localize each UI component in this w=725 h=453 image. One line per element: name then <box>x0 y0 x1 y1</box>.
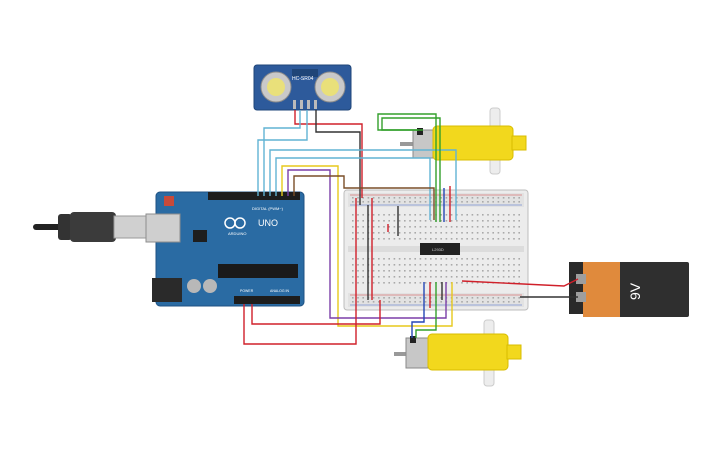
wire-power-5v <box>243 198 357 345</box>
atmega-chip <box>218 264 298 278</box>
capacitor <box>203 279 217 293</box>
breadboard-holes <box>352 197 520 303</box>
arduino-brand-label: ARDUINO <box>228 231 246 236</box>
motor-top <box>400 107 527 175</box>
analog-label: ANALOG IN <box>270 289 290 293</box>
sensor-model-label: HC-SR04 <box>292 76 314 82</box>
wire-power-gnd <box>251 300 381 325</box>
usb-cable <box>33 212 159 242</box>
breadboard: L293D <box>343 189 529 311</box>
wire-arduino-signal-3 <box>281 165 453 327</box>
battery-label: 9V <box>627 282 643 300</box>
wire-arduino-signal-4 <box>287 169 447 319</box>
power-label: POWER <box>240 289 254 293</box>
power-analog-header <box>234 296 300 304</box>
wire-motor-top-2 <box>381 117 441 222</box>
wire-battery-positive <box>461 278 579 287</box>
uno-label: UNO <box>258 218 278 228</box>
motor-driver-ic <box>420 243 460 255</box>
digital-label: DIGITAL (PWM~) <box>252 206 284 211</box>
power-jack <box>152 278 182 302</box>
digital-header <box>208 192 300 200</box>
wire-arduino-signal-2 <box>275 157 431 220</box>
ic-label: L293D <box>432 247 444 252</box>
wire-sensor-vcc <box>294 110 363 198</box>
sensor-pins <box>293 100 317 109</box>
wire-motor-bottom-1 <box>411 282 425 338</box>
wire-sensor-trig <box>263 110 301 196</box>
wires <box>243 110 579 345</box>
arduino-logo <box>224 217 246 229</box>
reset-button <box>164 196 174 206</box>
ultrasonic-sensor: HC-SR04 <box>253 64 352 111</box>
arduino-uno-board: UNO ARDUINO DIGITAL (PWM~) POWER ANALOG … <box>145 191 305 307</box>
wire-sensor-echo <box>257 110 308 196</box>
usb-port <box>145 213 181 243</box>
wire-arduino-signal-5 <box>293 175 435 220</box>
wire-sensor-gnd <box>315 110 361 205</box>
motor-bottom <box>394 319 522 387</box>
capacitor <box>187 279 201 293</box>
battery-9v: 9V <box>569 262 689 317</box>
wire-arduino-signal-1 <box>269 149 457 220</box>
wire-motor-bottom-2 <box>415 282 437 338</box>
